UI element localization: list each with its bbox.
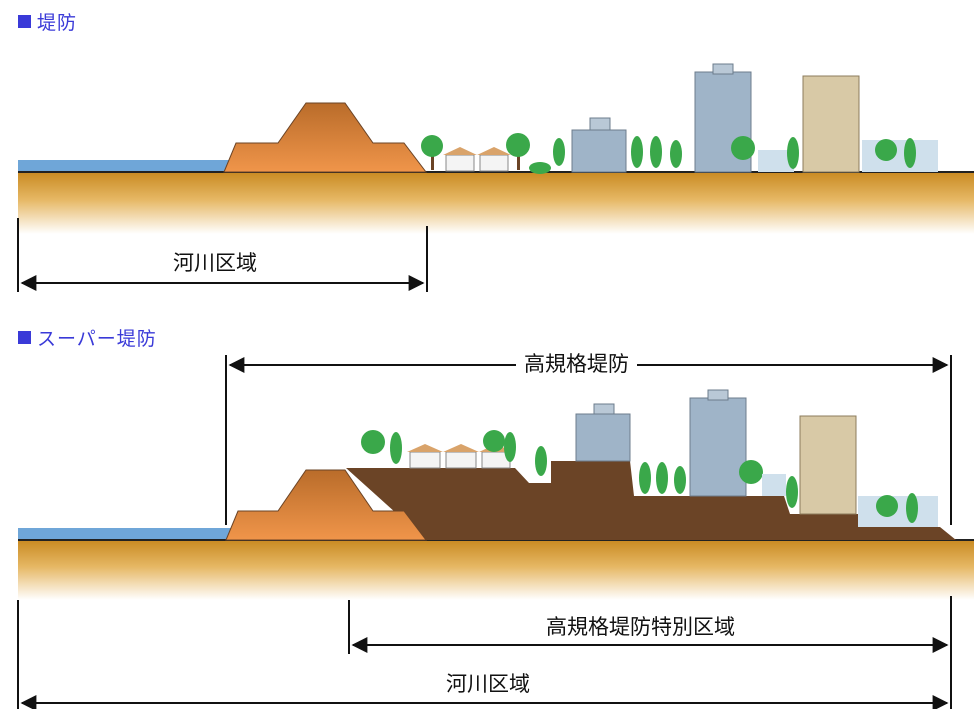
tree-icon	[875, 139, 897, 161]
tree-icon	[506, 133, 530, 170]
house-icon	[443, 147, 477, 172]
fill-soil	[346, 461, 956, 540]
tree-icon	[483, 430, 505, 452]
super-levee-scene	[17, 355, 974, 709]
tree-icon	[650, 136, 662, 168]
tree-icon	[656, 462, 668, 494]
house-icon	[407, 444, 443, 469]
background-building	[758, 150, 794, 172]
river-area-label-super: 河川区域	[446, 672, 530, 696]
water	[18, 160, 233, 172]
background-building	[858, 496, 938, 527]
background-building	[762, 474, 786, 496]
water	[18, 528, 233, 540]
tree-icon	[361, 430, 385, 454]
section-title-text: 堤防	[37, 12, 78, 34]
house-icon	[477, 147, 511, 172]
tree-icon	[670, 140, 682, 168]
tree-icon	[786, 476, 798, 508]
building-icon	[689, 389, 747, 497]
levee	[225, 469, 428, 541]
building-icon	[571, 117, 627, 173]
section-title-super-levee: スーパー堤防	[18, 324, 157, 351]
building-icon	[802, 75, 860, 173]
tree-icon	[504, 432, 516, 462]
tree-icon	[553, 138, 565, 166]
building-icon	[575, 403, 631, 462]
tree-icon	[731, 136, 755, 160]
square-bullet-icon	[18, 331, 31, 344]
section-title-text: スーパー堤防	[37, 328, 157, 350]
bush-icon	[529, 162, 551, 174]
tree-icon	[631, 136, 643, 168]
ground	[18, 172, 974, 234]
standard-levee-scene	[17, 63, 974, 292]
section-title-standard-levee: 堤防	[18, 8, 77, 35]
tree-icon	[535, 446, 547, 476]
tree-icon	[904, 138, 916, 168]
river-area-label: 河川区域	[173, 251, 257, 275]
tree-icon	[876, 495, 898, 517]
high-standard-levee-label: 高規格堤防	[516, 351, 637, 377]
ground	[18, 540, 974, 600]
tree-icon	[787, 137, 799, 169]
background-building	[862, 140, 938, 172]
special-area-label: 高規格堤防特別区域	[546, 615, 735, 639]
tree-icon	[421, 135, 443, 170]
tree-icon	[390, 432, 402, 464]
tree-icon	[739, 460, 763, 484]
tree-icon	[906, 493, 918, 523]
tree-icon	[639, 462, 651, 494]
tree-icon	[674, 466, 686, 494]
square-bullet-icon	[18, 15, 31, 28]
levee	[223, 102, 428, 173]
house-icon	[443, 444, 479, 469]
building-icon	[799, 415, 857, 515]
